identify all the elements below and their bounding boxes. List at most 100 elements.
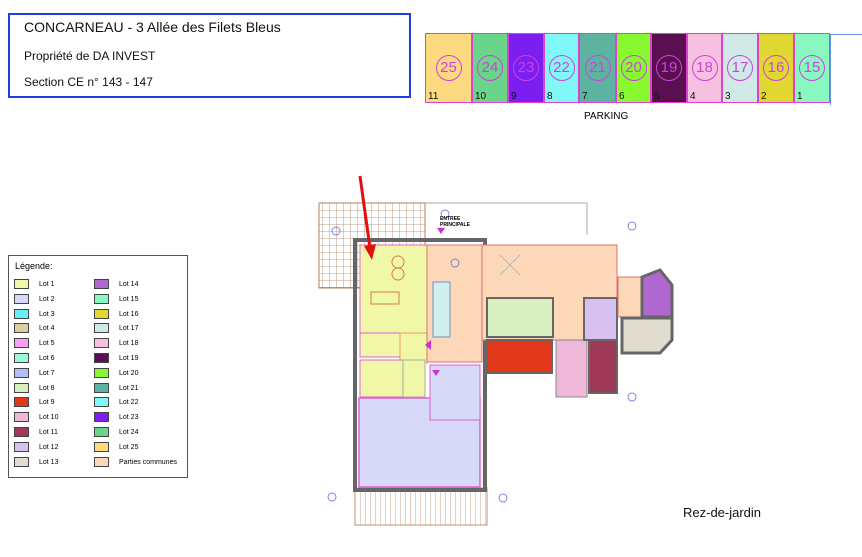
spot-index: 3 xyxy=(725,91,731,102)
legend-swatch xyxy=(94,323,109,334)
legend-item: Lot 15 xyxy=(94,293,138,304)
legend-label: Lot 22 xyxy=(119,399,139,407)
lot-number: 23 xyxy=(513,55,539,81)
legend-swatch xyxy=(94,293,109,304)
lot8-cellar xyxy=(486,297,554,338)
legend-item: Lot 18 xyxy=(94,338,139,349)
legend-swatch xyxy=(94,456,109,467)
legend-item: Lot 20 xyxy=(94,367,138,378)
parking-label: PARKING xyxy=(584,111,629,122)
legend-label: Lot 6 xyxy=(39,354,55,362)
lot-number: 25 xyxy=(435,55,462,81)
legend-swatch xyxy=(94,397,109,408)
legend-item: Lot 9 xyxy=(14,397,55,408)
legend-swatch xyxy=(94,338,109,349)
legend-item: Lot 23 xyxy=(94,412,139,423)
legend-swatch xyxy=(14,338,29,349)
common-small xyxy=(617,276,643,318)
legend-swatch xyxy=(14,412,29,423)
legend-label: Lot 25 xyxy=(119,443,139,451)
spot-index: 7 xyxy=(582,91,588,102)
legend-swatch xyxy=(14,308,29,319)
entrance-marker-icon xyxy=(437,228,445,234)
legend-label: Lot 18 xyxy=(119,340,139,348)
level-markers xyxy=(327,209,637,503)
lot-number: 15 xyxy=(799,55,825,81)
legend-label: Lot 17 xyxy=(119,325,139,333)
legend-item: Lot 6 xyxy=(14,353,55,363)
legend-item: Lot 5 xyxy=(14,338,55,349)
legend-item: Lot 25 xyxy=(94,441,139,452)
dining-table xyxy=(370,291,400,305)
parking-boundary xyxy=(830,34,862,105)
legend-item: Lot 19 xyxy=(94,353,138,363)
lot9-cellar xyxy=(486,339,553,374)
entrance-label: ENTREE PRINCIPALE xyxy=(440,216,470,228)
exterior-wall-west xyxy=(353,238,487,492)
staircase xyxy=(432,281,451,338)
legend-label: Lot 4 xyxy=(39,325,55,333)
legend-label: Lot 8 xyxy=(39,384,55,392)
legend-label: Lot 19 xyxy=(119,354,139,362)
legend-label: Lot 13 xyxy=(39,458,59,466)
void-cross xyxy=(499,254,521,276)
legend-label: Lot 2 xyxy=(39,295,55,303)
spot-index: 8 xyxy=(547,91,553,102)
legend-item: Lot 1 xyxy=(14,279,55,289)
legend-swatch xyxy=(14,397,29,408)
address-title: CONCARNEAU - 3 Allée des Filets Bleus xyxy=(24,19,281,35)
spot-index: 11 xyxy=(428,91,439,102)
legend-item: Lot 3 xyxy=(14,308,55,319)
legend-label: Lot 10 xyxy=(39,414,59,422)
legend-swatch xyxy=(14,456,29,467)
property-info-box: CONCARNEAU - 3 Allée des Filets Bleus Pr… xyxy=(8,13,411,98)
legend-swatch xyxy=(94,353,109,363)
lot12-cellar xyxy=(583,297,618,341)
lot-number: 17 xyxy=(727,55,753,81)
lot-number: 20 xyxy=(620,55,647,81)
legend-label: Lot 11 xyxy=(39,428,58,436)
legend-item: Lot 7 xyxy=(14,367,55,378)
legend-label: Lot 23 xyxy=(119,414,139,422)
legend-item: Lot 2 xyxy=(14,293,55,304)
legend-swatch xyxy=(94,279,109,289)
legend-label: Lot 9 xyxy=(39,399,55,407)
legend-item: Lot 14 xyxy=(94,279,138,289)
legend-item: Parties communes xyxy=(94,456,177,467)
spot-index: 6 xyxy=(619,91,625,102)
legend-swatch xyxy=(94,412,109,423)
lot13-cellar xyxy=(620,316,674,355)
parking-spot-lot-25: 25 11 xyxy=(425,33,472,103)
legend-swatch xyxy=(14,323,29,334)
legend-label: Lot 12 xyxy=(39,443,59,451)
legend-item: Lot 4 xyxy=(14,323,55,334)
legend-swatch xyxy=(94,441,109,452)
spot-index: 5 xyxy=(654,91,660,102)
lot14-cellar xyxy=(640,268,674,319)
spot-index: 10 xyxy=(475,91,487,102)
lot10-cellar xyxy=(555,339,588,398)
lot-number: 18 xyxy=(691,55,718,81)
legend-swatch xyxy=(14,427,29,437)
legend-label: Lot 1 xyxy=(39,280,55,288)
legend-label: Parties communes xyxy=(119,458,177,466)
legend-swatch xyxy=(14,293,29,304)
parking-spot-lot-20: 20 6 xyxy=(616,33,651,103)
legend-label: Lot 7 xyxy=(39,369,55,377)
lot-number: 24 xyxy=(477,55,503,81)
parking-spot-lot-17: 17 3 xyxy=(722,33,758,103)
legend-item: Lot 24 xyxy=(94,427,138,437)
cadastral-section: Section CE n° 143 - 147 xyxy=(24,75,153,89)
spot-index: 2 xyxy=(761,91,767,102)
lot1-bedroom xyxy=(359,359,404,398)
legend-item: Lot 12 xyxy=(14,441,59,452)
lot1-wc xyxy=(402,359,426,398)
marker-icon xyxy=(432,370,440,376)
legend-item: Lot 21 xyxy=(94,382,138,393)
